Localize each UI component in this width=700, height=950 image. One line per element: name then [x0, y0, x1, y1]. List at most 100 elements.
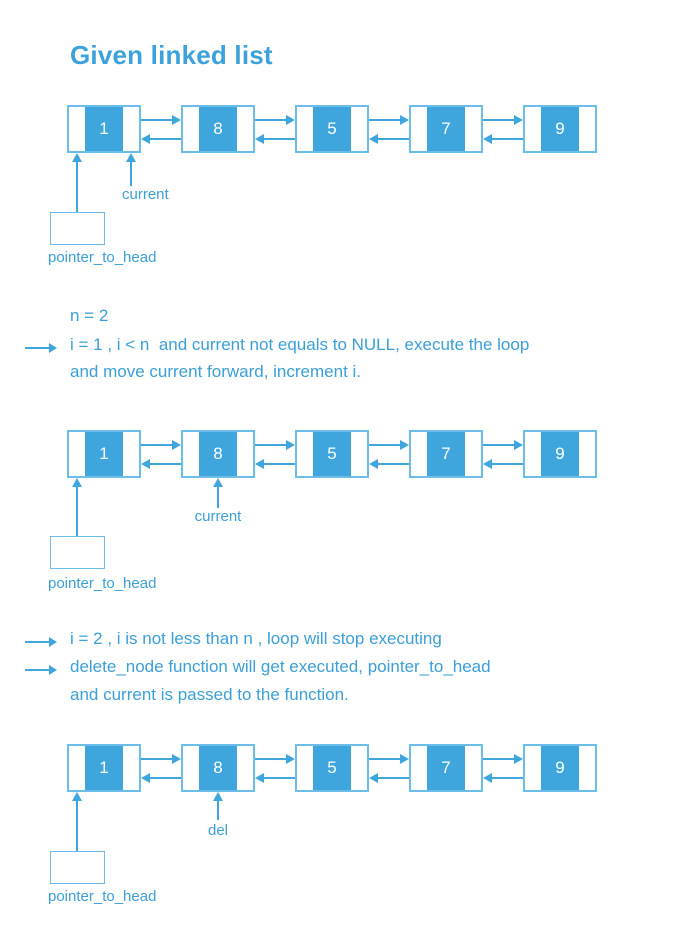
prev-arrow-icon [483, 773, 523, 783]
list-node: 5 [295, 105, 369, 153]
prev-arrow-icon [369, 134, 409, 144]
next-arrow-icon [255, 440, 295, 450]
note-n-equals-2: n = 2 [70, 306, 109, 325]
pointer-to-head-box [50, 851, 105, 884]
list-node: 5 [295, 430, 369, 478]
node-prev-pointer-cell [411, 746, 427, 790]
next-arrow-icon [141, 754, 181, 764]
page-title: Given linked list [70, 40, 273, 70]
link-arrows [255, 430, 295, 478]
bullet-arrow-icon [25, 665, 57, 675]
pointer-to-head-label: pointer_to_head [48, 249, 157, 266]
node-value-cell: 7 [427, 746, 465, 790]
prev-arrow-icon [483, 134, 523, 144]
del-label: del [207, 822, 229, 839]
node-next-pointer-cell [237, 107, 253, 151]
pointer-to-head-arrowhead-icon [72, 153, 82, 162]
pointer-to-head-box [50, 212, 105, 245]
node-prev-pointer-cell [297, 746, 313, 790]
node-next-pointer-cell [123, 432, 139, 476]
node-value-cell: 1 [85, 746, 123, 790]
current-arrow-line [130, 162, 132, 186]
list-node: 9 [523, 105, 597, 153]
del-arrowhead-icon [213, 792, 223, 801]
list-node: 7 [409, 744, 483, 792]
prev-arrow-icon [369, 773, 409, 783]
list-node: 7 [409, 105, 483, 153]
note-delete-node-cont: and current is passed to the function. [70, 685, 349, 704]
node-next-pointer-cell [351, 432, 367, 476]
node-next-pointer-cell [351, 107, 367, 151]
node-value-cell: 9 [541, 432, 579, 476]
list-node: 1 [67, 105, 141, 153]
node-prev-pointer-cell [525, 107, 541, 151]
node-value-cell: 7 [427, 432, 465, 476]
node-prev-pointer-cell [525, 746, 541, 790]
node-next-pointer-cell [123, 746, 139, 790]
node-next-pointer-cell [465, 432, 481, 476]
link-arrows [141, 105, 181, 153]
node-value-cell: 9 [541, 107, 579, 151]
next-arrow-icon [369, 115, 409, 125]
node-prev-pointer-cell [297, 432, 313, 476]
node-value-cell: 8 [199, 746, 237, 790]
next-arrow-icon [483, 440, 523, 450]
link-arrows [369, 744, 409, 792]
list-node: 8 [181, 105, 255, 153]
current-label: current [194, 508, 242, 525]
note-loop-stop: i = 2 , i is not less than n , loop will… [70, 629, 442, 648]
bullet-arrow-icon [25, 637, 57, 647]
link-arrows [483, 105, 523, 153]
next-arrow-icon [483, 754, 523, 764]
prev-arrow-icon [255, 459, 295, 469]
node-prev-pointer-cell [183, 107, 199, 151]
node-next-pointer-cell [579, 432, 595, 476]
node-prev-pointer-cell [69, 746, 85, 790]
pointer-to-head-arrow-line [76, 801, 78, 851]
pointer-to-head-box [50, 536, 105, 569]
list-node: 7 [409, 430, 483, 478]
node-next-pointer-cell [237, 432, 253, 476]
current-arrow-line [217, 487, 219, 508]
linked-list-row: 1 8 5 7 9 [67, 430, 597, 478]
list-node: 5 [295, 744, 369, 792]
prev-arrow-icon [141, 459, 181, 469]
node-prev-pointer-cell [525, 432, 541, 476]
node-next-pointer-cell [351, 746, 367, 790]
node-value-cell: 1 [85, 432, 123, 476]
link-arrows [255, 105, 295, 153]
next-arrow-icon [369, 440, 409, 450]
pointer-to-head-label: pointer_to_head [48, 888, 157, 905]
pointer-to-head-label: pointer_to_head [48, 575, 157, 592]
node-prev-pointer-cell [183, 746, 199, 790]
link-arrows [369, 105, 409, 153]
pointer-to-head-arrowhead-icon [72, 478, 82, 487]
node-prev-pointer-cell [183, 432, 199, 476]
prev-arrow-icon [141, 134, 181, 144]
node-prev-pointer-cell [69, 432, 85, 476]
prev-arrow-icon [369, 459, 409, 469]
note-loop-condition: i = 1 , i < n and current not equals to … [70, 335, 530, 354]
prev-arrow-icon [141, 773, 181, 783]
node-next-pointer-cell [465, 107, 481, 151]
prev-arrow-icon [255, 134, 295, 144]
node-next-pointer-cell [237, 746, 253, 790]
pointer-to-head-arrow-line [76, 487, 78, 536]
link-arrows [141, 744, 181, 792]
node-value-cell: 5 [313, 432, 351, 476]
list-node: 9 [523, 430, 597, 478]
list-node: 8 [181, 744, 255, 792]
node-value-cell: 5 [313, 746, 351, 790]
node-value-cell: 7 [427, 107, 465, 151]
node-value-cell: 8 [199, 432, 237, 476]
node-prev-pointer-cell [411, 107, 427, 151]
next-arrow-icon [369, 754, 409, 764]
link-arrows [255, 744, 295, 792]
bullet-arrow-icon [25, 343, 57, 353]
link-arrows [141, 430, 181, 478]
